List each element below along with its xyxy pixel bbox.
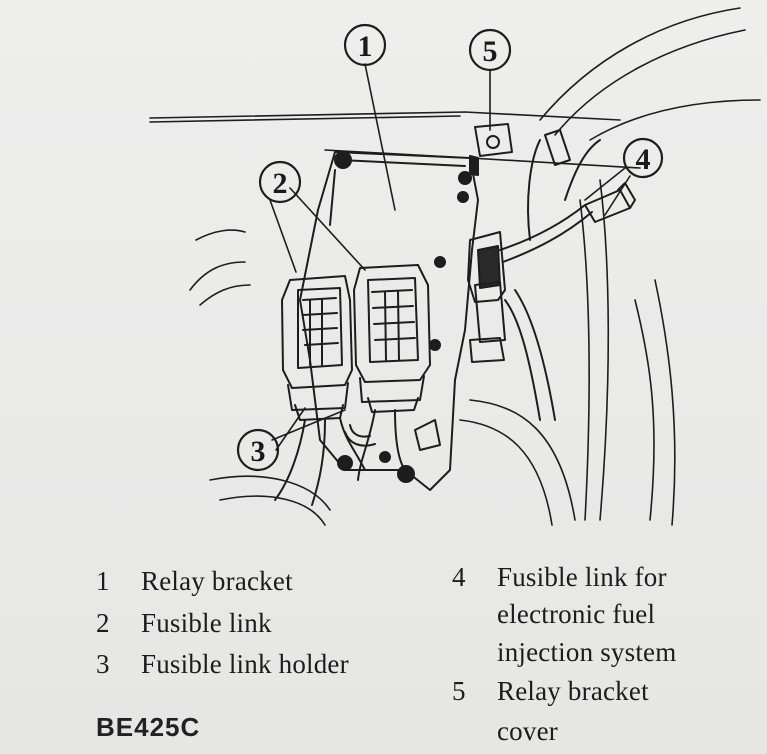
callout-1: 1 — [358, 30, 373, 63]
legend-label: Relay bracket — [141, 566, 293, 596]
legend-number: 1 — [96, 566, 110, 596]
relay-bracket-diagram: 1 2 3 4 5 — [149, 7, 761, 526]
figure-code: BE425C — [96, 712, 201, 742]
legend-label-line-1: Relay bracket — [497, 676, 649, 706]
relay-bracket — [299, 151, 479, 491]
legend-number: 5 — [452, 676, 466, 706]
callout-numbers: 1 2 3 4 5 — [251, 30, 651, 468]
callout-circles — [236, 23, 664, 472]
legend-number: 4 — [452, 562, 466, 592]
legend-item-4: 4 Fusible link for electronic fuel injec… — [452, 562, 742, 692]
legend-label-line-1: Fusible link for — [497, 562, 667, 592]
legend-label: Fusible link — [141, 608, 272, 638]
callout-2: 2 — [273, 167, 288, 200]
legend-label-line-2: electronic fuel — [497, 599, 656, 629]
legend-item-5: 5 Relay bracket cover — [452, 676, 742, 752]
relay-bracket-cover — [469, 123, 513, 176]
legend-number: 2 — [96, 608, 110, 638]
relay-cluster — [467, 129, 636, 421]
legend-label: Fusible link holder — [141, 649, 349, 679]
callout-4: 4 — [636, 143, 651, 176]
leader-lines — [269, 63, 631, 451]
callout-3: 3 — [251, 435, 266, 468]
body-panel-lines — [149, 7, 761, 526]
legend-label-line-2: cover — [497, 716, 558, 746]
fusible-link-holder-left — [281, 275, 353, 421]
legend-number: 3 — [96, 649, 110, 679]
legend-label-line-3: injection system — [497, 637, 677, 667]
callout-5: 5 — [483, 35, 498, 68]
wiring-harness — [274, 409, 406, 506]
fusible-link-holder-right — [353, 264, 441, 413]
